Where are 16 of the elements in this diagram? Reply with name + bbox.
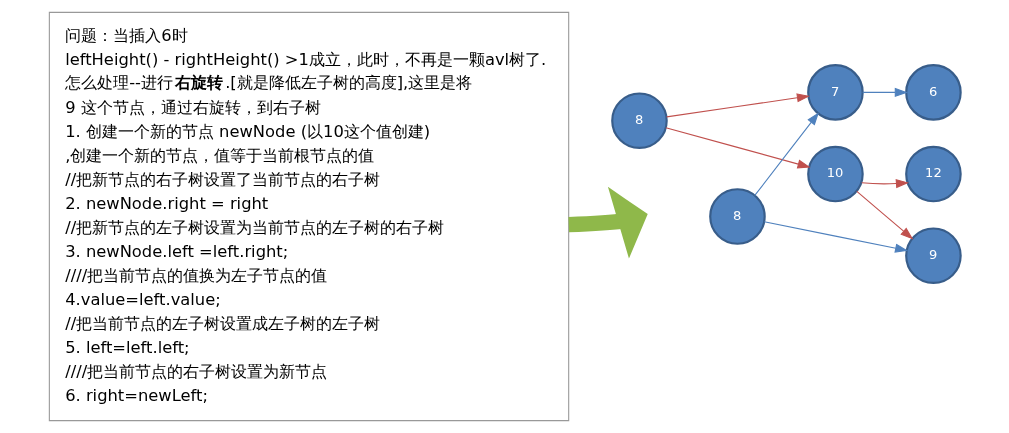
node-circle: 8 [708,188,766,245]
node-box: 问题：当插入6时 leftHeight() - rightHeight() >1成立，此时，不再是一颗avl树了. 怎么处理--进行右旋转.[就是降低左子树的高度],这里是将 9 这个节点，通过右旋转，到右子树 1. 创建一个新的节点 newNode (以10这个值创建) ,创建一个新的节点，值等于当前根节点的值 //把新节点的右子树设置了当前节点的右子树 2. newNode.right = right //把新节点的左子树设置为当前节点的左子树的右子树 3. newNode.left =left.right; ////把当前节点的值换为左子节点的值 4.value=left.value; //把当前节点的左子树设置成左子树的左子树 5. left=left.left; ////把当前节点的右子树设置为新节点 6. right=newLeft; [48,11,569,422]
node-circle: 8 [610,92,668,149]
arrow [567,186,648,259]
arrow [753,112,819,196]
node-circle: 10 [806,145,864,203]
arrow [855,190,913,240]
arrow [860,179,909,189]
node-circle: 6 [904,64,962,121]
node-circle: 7 [806,64,864,121]
arrow [665,93,810,118]
arrow [763,221,908,253]
node-circle: 12 [904,145,962,203]
node-circle: 9 [904,227,962,284]
arrow [861,87,908,97]
arrow [664,127,811,169]
